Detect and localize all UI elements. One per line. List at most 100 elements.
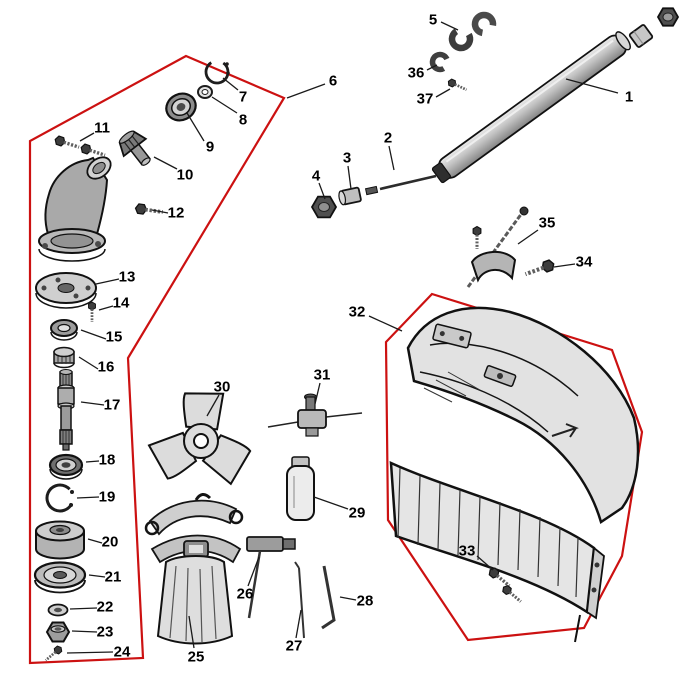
leader-27 bbox=[295, 609, 302, 639]
part-label-23: 23 bbox=[97, 624, 114, 641]
leader-34 bbox=[553, 263, 576, 268]
leader-25 bbox=[188, 615, 195, 649]
leader-36 bbox=[426, 64, 438, 71]
gearbox-assembly-outline bbox=[28, 54, 286, 665]
part-7-snap-ring bbox=[204, 59, 230, 85]
leader-2 bbox=[388, 145, 395, 171]
gear-head-housing bbox=[38, 156, 112, 262]
part-30-tri-blade bbox=[147, 392, 252, 486]
end-nut bbox=[656, 7, 680, 27]
leader-12 bbox=[151, 209, 169, 214]
part-18-bearing bbox=[48, 453, 84, 480]
leader-26 bbox=[247, 556, 260, 587]
part-19-snap-ring bbox=[45, 483, 75, 513]
part-label-29: 29 bbox=[349, 505, 366, 522]
part-label-8: 8 bbox=[239, 112, 247, 129]
part-label-15: 15 bbox=[106, 329, 123, 346]
part-32-guard-skirt bbox=[389, 460, 605, 643]
part-32-guard-upper bbox=[406, 306, 640, 524]
part-label-27: 27 bbox=[286, 638, 303, 655]
part-29-bottle bbox=[286, 456, 315, 521]
leader-30 bbox=[206, 394, 220, 417]
part-label-36: 36 bbox=[408, 65, 425, 82]
part-17-output-shaft bbox=[57, 369, 75, 451]
part-10-bevel-gear bbox=[118, 130, 151, 166]
leader-35 bbox=[517, 229, 539, 245]
leader-20 bbox=[87, 538, 103, 544]
part-label-7: 7 bbox=[239, 89, 247, 106]
part-label-18: 18 bbox=[99, 452, 116, 469]
part-label-3: 3 bbox=[343, 150, 351, 167]
leader-3 bbox=[347, 165, 352, 190]
part-label-20: 20 bbox=[102, 534, 119, 551]
leader-18 bbox=[85, 460, 100, 463]
part-label-17: 17 bbox=[104, 397, 121, 414]
part-label-9: 9 bbox=[206, 139, 214, 156]
part-5-clamp-halves bbox=[448, 11, 497, 52]
part-25-harness-bag bbox=[144, 493, 244, 645]
part-20-drum-housing bbox=[35, 520, 85, 560]
leader-16 bbox=[78, 356, 99, 370]
leader-24 bbox=[66, 651, 114, 654]
leader-6 bbox=[286, 83, 326, 99]
leader-15 bbox=[80, 329, 107, 340]
part-34-bolt bbox=[524, 259, 556, 279]
leader-13 bbox=[95, 278, 120, 285]
part-2-drive-cable bbox=[364, 174, 437, 196]
part-35-clamp-bracket bbox=[466, 206, 529, 288]
part-3-sleeve bbox=[338, 186, 362, 206]
part-label-5: 5 bbox=[429, 12, 437, 29]
end-bushing bbox=[628, 24, 654, 48]
leader-11 bbox=[79, 132, 95, 142]
part-12-screw bbox=[133, 201, 166, 219]
leader-9 bbox=[186, 112, 205, 142]
leader-19 bbox=[76, 496, 100, 499]
part-label-25: 25 bbox=[188, 649, 205, 666]
part-22-washer bbox=[47, 603, 69, 617]
part-28-hex-key bbox=[321, 565, 336, 630]
leader-33 bbox=[476, 555, 494, 571]
part-31-line-head-fitting bbox=[267, 393, 363, 437]
part-9-bearing bbox=[165, 92, 197, 122]
part-label-10: 10 bbox=[177, 167, 194, 184]
part-label-28: 28 bbox=[357, 593, 374, 610]
part-37-screw bbox=[445, 76, 470, 95]
part-label-11: 11 bbox=[94, 120, 110, 137]
leader-31 bbox=[314, 382, 321, 405]
part-26-wrench-tool bbox=[246, 536, 296, 619]
part-number-labels: 1 2 3 4 5 6 7 8 9 10 11 12 13 14 15 16 1… bbox=[94, 12, 633, 666]
part-13-flange-plate bbox=[35, 272, 97, 309]
part-16-spline-collar bbox=[53, 346, 75, 369]
part-label-12: 12 bbox=[168, 205, 185, 222]
part-label-34: 34 bbox=[576, 254, 593, 271]
leader-4 bbox=[318, 182, 326, 200]
leader-28 bbox=[339, 596, 357, 601]
leader-22 bbox=[69, 607, 98, 610]
part-label-1: 1 bbox=[625, 89, 633, 106]
part-label-4: 4 bbox=[312, 168, 321, 185]
part-label-2: 2 bbox=[384, 130, 392, 147]
part-label-21: 21 bbox=[105, 569, 122, 586]
leader-5 bbox=[440, 21, 459, 31]
leader-23 bbox=[71, 630, 98, 633]
leader-29 bbox=[313, 496, 349, 510]
part-label-16: 16 bbox=[98, 359, 115, 376]
part-24-screw bbox=[42, 643, 65, 665]
part-14-screw bbox=[87, 300, 97, 324]
leader-1 bbox=[565, 78, 619, 94]
leader-14 bbox=[98, 305, 114, 311]
part-15-bearing bbox=[50, 319, 78, 341]
leader-8 bbox=[211, 96, 238, 114]
part-21-disc bbox=[33, 561, 87, 594]
part-label-26: 26 bbox=[237, 586, 254, 603]
part-label-32: 32 bbox=[349, 304, 366, 321]
part-8-washer bbox=[197, 85, 213, 99]
leader-17 bbox=[80, 401, 105, 406]
leader-lines bbox=[66, 21, 619, 654]
part-label-6: 6 bbox=[329, 73, 337, 90]
part-4-nut bbox=[310, 195, 338, 219]
part-36-clamp-ring bbox=[429, 51, 451, 73]
part-label-35: 35 bbox=[539, 215, 556, 232]
part-label-33: 33 bbox=[459, 543, 476, 560]
